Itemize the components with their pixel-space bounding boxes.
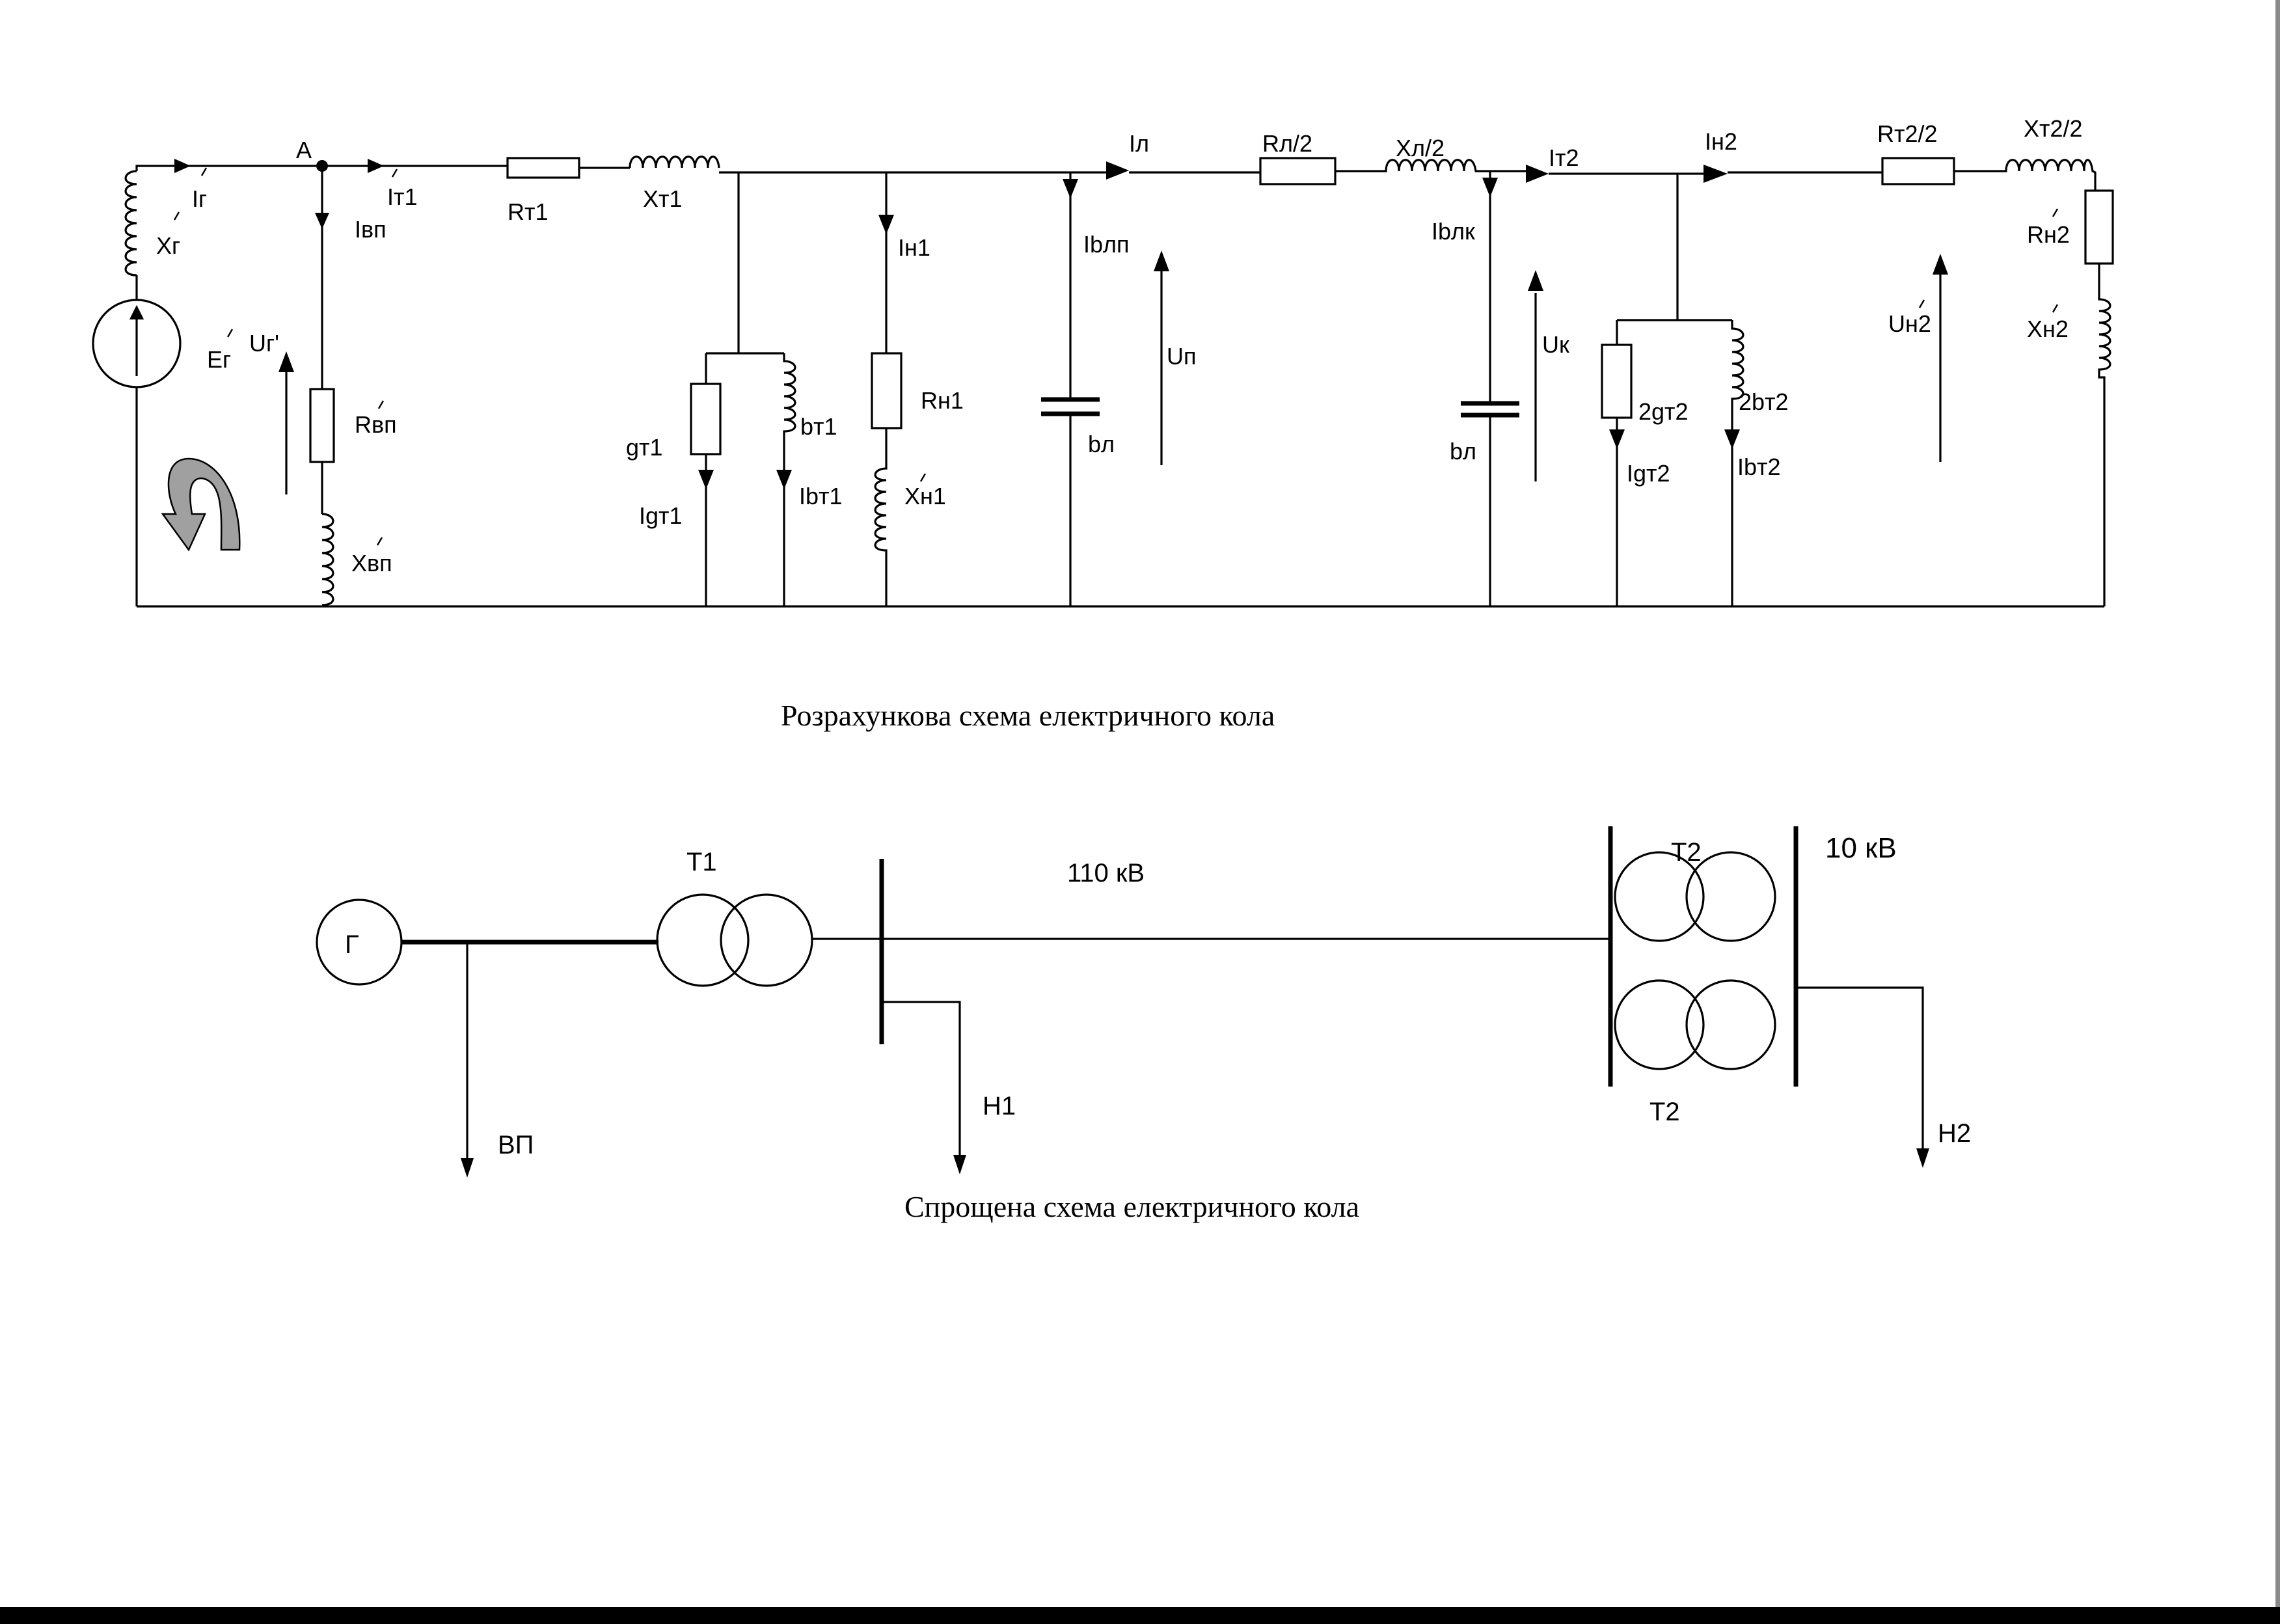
label-rt1: Rт1	[508, 198, 549, 225]
label-xg: Xг	[156, 232, 180, 259]
label-ibt1: Ibт1	[799, 483, 843, 509]
label-bt2: 2bт2	[1739, 388, 1789, 415]
label-xt1: Xт1	[643, 185, 683, 212]
label-t2-top: T2	[1671, 838, 1702, 867]
prime-marks	[173, 167, 2059, 546]
label-it1: Iт1	[387, 183, 418, 210]
label-bt1: bт1	[800, 413, 837, 440]
rn2-resistor	[2084, 189, 2114, 265]
xg-inductor	[124, 170, 137, 277]
label-xvp: Xвп	[351, 550, 392, 576]
t1-winding-1	[656, 893, 750, 987]
label-n1: Н1	[983, 1092, 1016, 1120]
label-bl-end: bл	[1450, 438, 1476, 465]
t1-shunt	[690, 172, 796, 606]
scan-border	[0, 1607, 2280, 1624]
t1-winding-2	[720, 893, 813, 987]
caption-calc-scheme: Розрахункова схема електричного кола	[781, 699, 1275, 732]
label-generator: Г	[345, 930, 359, 959]
label-node-a: A	[296, 137, 312, 163]
label-ibt2: Ibт2	[1737, 453, 1781, 480]
label-bl-start: bл	[1088, 431, 1115, 457]
label-up: Uп	[1167, 343, 1197, 370]
label-ivp: Iвп	[355, 216, 387, 243]
label-vp: ВП	[498, 1131, 534, 1159]
label-gt2: 2gт2	[1638, 398, 1689, 425]
label-un2: Uн2	[1888, 310, 1931, 337]
label-xn2: Xн2	[2027, 316, 2069, 342]
label-t1: T1	[686, 848, 717, 876]
label-in1: Iн1	[898, 234, 930, 261]
label-igt1: Igт1	[639, 502, 683, 529]
label-ig: Iг	[192, 185, 207, 212]
xt1-inductor	[629, 156, 720, 169]
generator-icon	[316, 899, 403, 986]
label-rn1: Rн1	[921, 387, 964, 414]
load1-branch	[871, 172, 903, 606]
label-rl2: Rл/2	[1262, 130, 1312, 157]
label-iblk: Ibлк	[1432, 218, 1475, 245]
label-rn2: Rн2	[2027, 221, 2070, 248]
label-it2: Iт2	[1549, 144, 1579, 171]
vp-branch	[309, 166, 335, 606]
simplified-scheme: Г T1 110 кВ 10 кВ T2 T2 ВП Н1 Н2 Спрощен…	[316, 826, 1971, 1223]
rl2-resistor	[1259, 157, 1337, 185]
label-iblp: Ibлп	[1083, 231, 1130, 258]
line-cap-end	[1461, 171, 1543, 606]
caption-simple-scheme: Спрощена схема електричного кола	[904, 1190, 1359, 1223]
loop-direction-icon	[161, 457, 241, 552]
label-t2-bottom: T2	[1649, 1098, 1680, 1126]
label-uk: Uк	[1542, 331, 1569, 358]
label-eg: Eг	[207, 346, 231, 373]
label-xn1: Xн1	[904, 483, 946, 509]
generator-branch	[92, 165, 319, 606]
line-cap-start	[1041, 172, 1169, 606]
label-ugp: Uг'	[249, 330, 279, 357]
label-n2: Н2	[1938, 1119, 1971, 1148]
scan-edge	[2275, 0, 2280, 1607]
label-xt22: Xт2/2	[2024, 115, 2083, 142]
t2-shunt	[1601, 174, 1744, 606]
label-110kv: 110 кВ	[1067, 859, 1145, 887]
label-xl2: Xл/2	[1396, 135, 1445, 161]
label-in2: Iн2	[1705, 128, 1737, 155]
label-igt2: Igт2	[1627, 460, 1670, 487]
rt22-resistor	[1881, 157, 1955, 185]
rt1-resistor	[506, 157, 580, 179]
label-il: Iл	[1129, 130, 1149, 157]
label-10kv: 10 кВ	[1825, 832, 1897, 864]
label-gt1: gт1	[626, 434, 663, 461]
label-rvp: Rвп	[355, 411, 397, 438]
label-rt22: Rт2/2	[1877, 120, 1938, 147]
calculation-scheme: Xг Eг Iг A Uг' Iвп Rвп Xвп Iт1 Rт1 Xт1 g…	[92, 115, 2114, 732]
